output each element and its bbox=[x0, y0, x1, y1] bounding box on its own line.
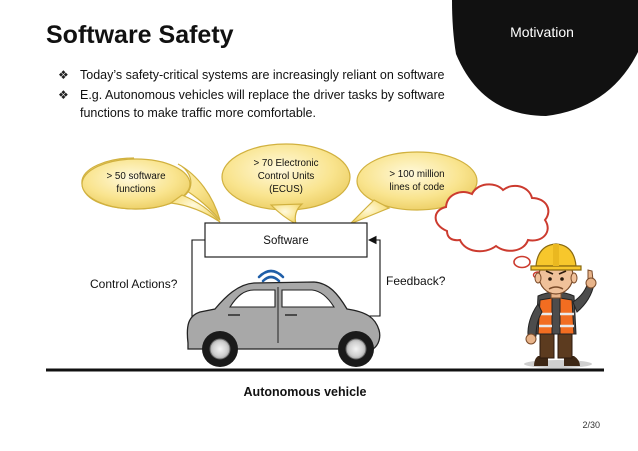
bubble-text-lines-of-code: > 100 million lines of code bbox=[379, 168, 455, 194]
page-number: 2/30 bbox=[560, 419, 600, 431]
bubble-text-electronic-control-units: > 70 Electronic Control Units (ECUS) bbox=[243, 157, 329, 196]
worker-character-icon bbox=[524, 244, 596, 368]
software-label: Software bbox=[205, 233, 367, 249]
feedback-label: Feedback? bbox=[386, 273, 445, 289]
control-actions-label: Control Actions? bbox=[90, 276, 177, 292]
bubble-text-software-functions: > 50 software functions bbox=[100, 170, 172, 196]
vehicle-caption: Autonomous vehicle bbox=[225, 383, 385, 401]
thought-bubble bbox=[436, 184, 549, 278]
car-icon bbox=[187, 282, 379, 367]
